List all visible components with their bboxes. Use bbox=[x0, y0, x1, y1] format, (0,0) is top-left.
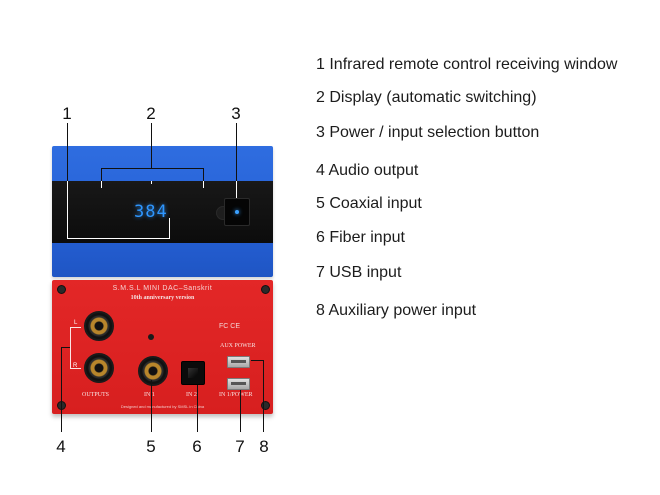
coaxial-input-jack[interactable] bbox=[138, 356, 168, 386]
screw-icon bbox=[261, 401, 270, 410]
certification-mark: FC CE bbox=[219, 323, 240, 330]
leader-line-2-bracket-rw bbox=[203, 181, 204, 188]
in-upower-label: IN 1/POWER bbox=[219, 392, 253, 398]
display-readout: 384 bbox=[134, 202, 168, 222]
callout-8: 8 bbox=[259, 437, 269, 456]
usb-input-port[interactable] bbox=[227, 378, 250, 390]
edition-label: 10th anniversary version bbox=[130, 295, 195, 301]
legend-item-2: 2 Display (automatic switching) bbox=[316, 89, 537, 106]
screw-icon bbox=[261, 285, 270, 294]
optical-input-port[interactable] bbox=[181, 361, 205, 385]
brand-label: S.M.S.L MINI DAC–Sanskrit bbox=[112, 285, 213, 292]
leader-line-2 bbox=[151, 123, 152, 169]
output-bracket bbox=[70, 327, 81, 369]
leader-line-4 bbox=[61, 347, 62, 432]
legend-item-6: 6 Fiber input bbox=[316, 229, 405, 246]
callout-1: 1 bbox=[62, 104, 72, 123]
leader-line-7 bbox=[240, 390, 241, 432]
callout-5: 5 bbox=[146, 437, 156, 456]
leader-line-3 bbox=[236, 123, 237, 181]
leader-line-4-h bbox=[61, 347, 70, 348]
leader-line-3-band bbox=[236, 181, 237, 198]
leader-line-1 bbox=[67, 123, 68, 181]
screw-icon bbox=[148, 334, 154, 340]
jack-right-label: R bbox=[73, 363, 78, 369]
legend-item-7: 7 USB input bbox=[316, 264, 402, 281]
leader-line-8 bbox=[263, 360, 264, 432]
legend-item-5: 5 Coaxial input bbox=[316, 195, 422, 212]
leader-line-1-band bbox=[67, 181, 68, 238]
legend-item-8: 8 Auxiliary power input bbox=[316, 302, 477, 319]
aux-power-label: AUX POWER bbox=[220, 343, 256, 349]
screw-icon bbox=[57, 285, 66, 294]
callout-6: 6 bbox=[192, 437, 202, 456]
leader-line-2-bracket-lw bbox=[101, 181, 102, 188]
output-jack-left[interactable] bbox=[84, 311, 114, 341]
in1-label: IN 1 bbox=[144, 392, 155, 398]
leader-line-5 bbox=[151, 380, 152, 432]
legend-item-1: 1 Infrared remote control receiving wind… bbox=[316, 56, 618, 73]
output-jack-right[interactable] bbox=[84, 353, 114, 383]
leader-line-2-band bbox=[151, 181, 152, 184]
jack-left-label: L bbox=[74, 320, 78, 326]
aux-power-port[interactable] bbox=[227, 356, 250, 368]
leader-line-1-h bbox=[67, 238, 170, 239]
legend-item-3: 3 Power / input selection button bbox=[316, 124, 540, 141]
callout-3: 3 bbox=[231, 104, 241, 123]
leader-line-8-h bbox=[251, 360, 264, 361]
callout-4: 4 bbox=[56, 437, 66, 456]
callout-7: 7 bbox=[235, 437, 245, 456]
callout-2: 2 bbox=[146, 104, 156, 123]
outputs-label: OUTPUTS bbox=[82, 392, 110, 398]
leader-line-2-bracket-l bbox=[101, 168, 102, 181]
in2-label: IN 2 bbox=[186, 392, 197, 398]
rear-panel: S.M.S.L MINI DAC–Sanskrit 10th anniversa… bbox=[52, 280, 273, 414]
leader-line-6 bbox=[197, 385, 198, 432]
leader-line-2-bracket-r bbox=[203, 168, 204, 181]
credit-line: Designed and manufactured by SMSL in Chi… bbox=[120, 404, 205, 409]
power-input-button[interactable] bbox=[224, 198, 250, 226]
legend-item-4: 4 Audio output bbox=[316, 162, 419, 179]
leader-line-2-bracket-top bbox=[101, 168, 204, 169]
leader-line-1-up bbox=[169, 218, 170, 239]
